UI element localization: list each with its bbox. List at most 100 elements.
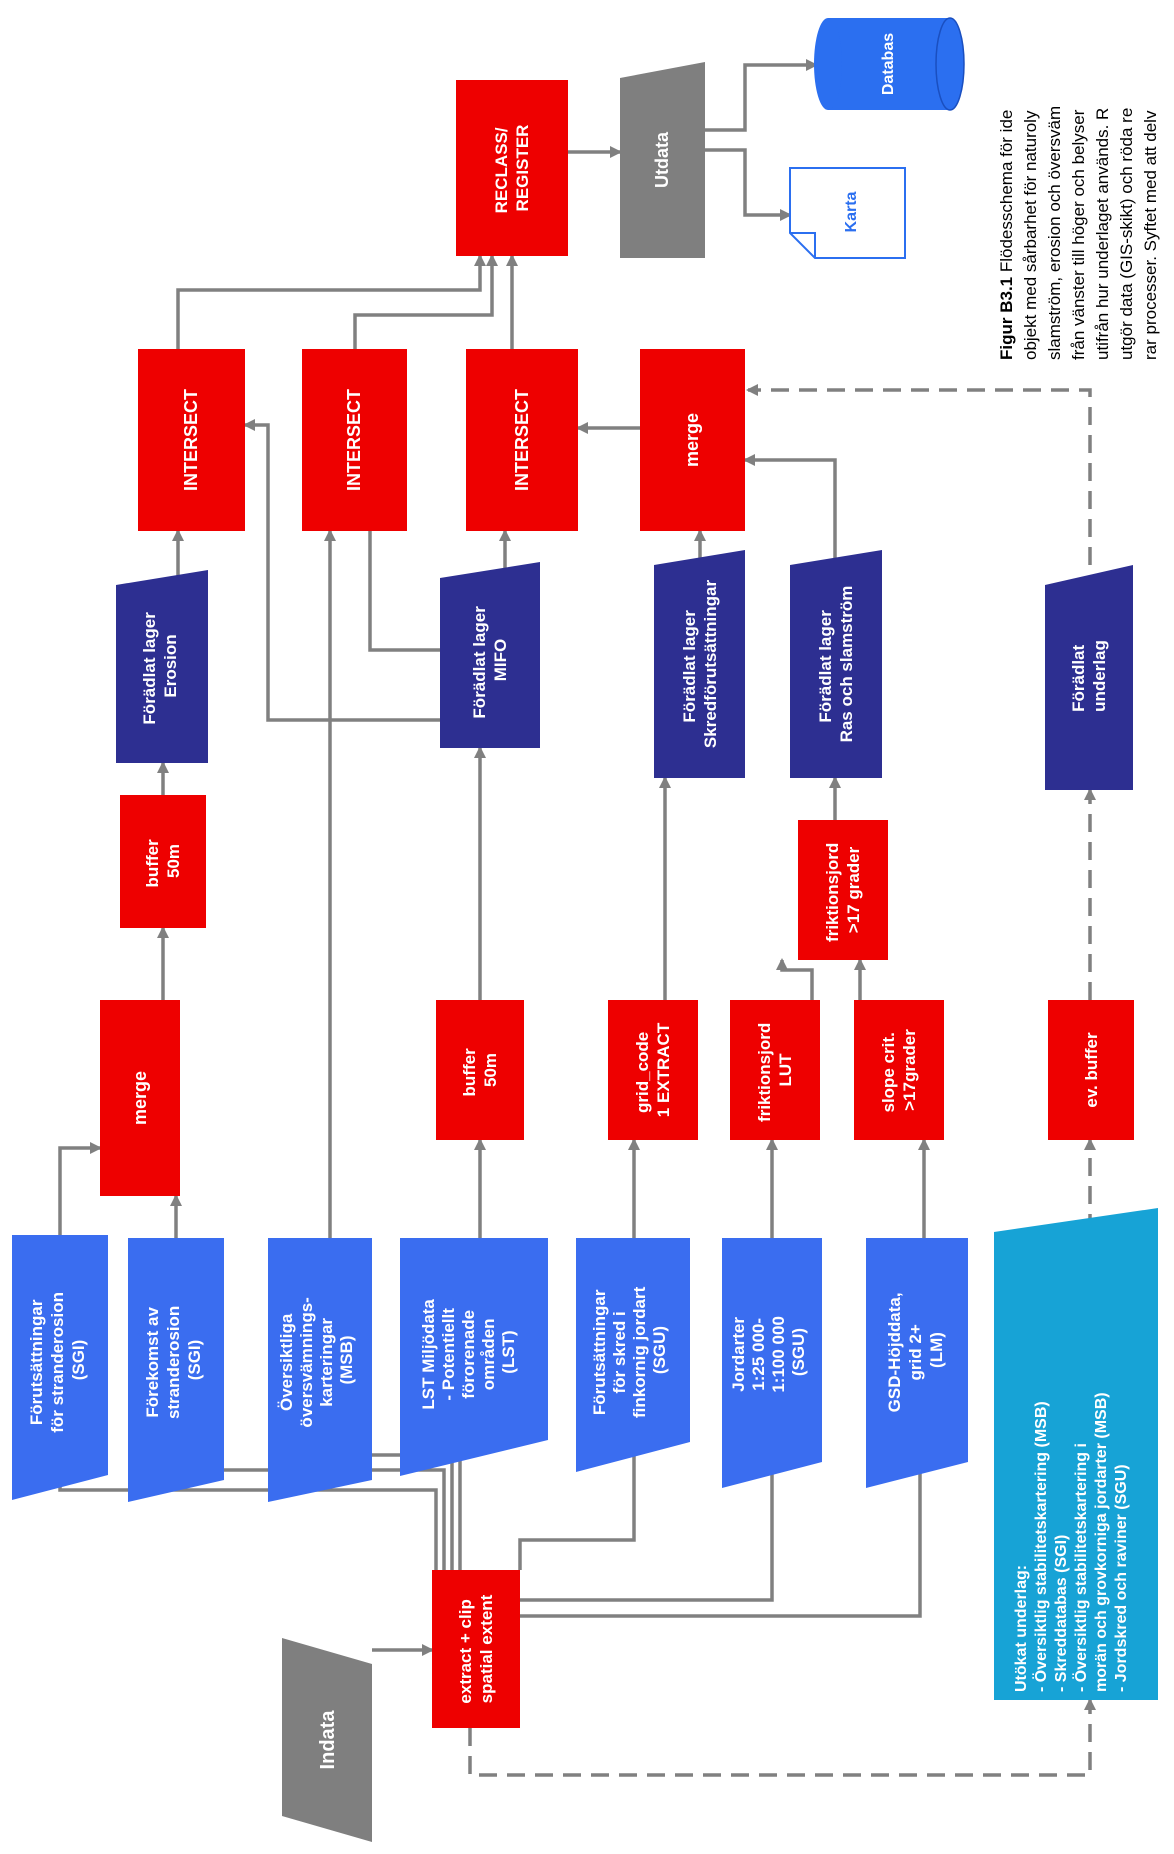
karta-label: Karta [843,191,860,232]
ref-mifo-line-1: Förädlat lager [470,606,489,719]
caption-line-6: utgör data (GIS-skikt) och röda re [1117,108,1136,360]
svg-text:Utdata: Utdata [652,131,672,188]
indata-node: Indata [282,1638,372,1842]
ref-underlag-line-2: underlag [1090,640,1109,712]
ref-skred-line-2: Skredförutsättningar [701,580,720,749]
svg-text:merge: merge [682,413,702,467]
skred-line-1: Förutsättningar [590,1289,609,1415]
svg-text:Förekomst av strandero: Förekomst av stranderosion (SGI) [143,1301,204,1419]
svg-text:Förädlat lager Skredfö: Förädlat lager Skredförutsättningar [680,580,720,749]
utokat-line-5: morän och grovkorniga jordarter (MSB) [1093,1392,1110,1692]
connectors [54,59,1096,1777]
utdata-label: Utdata [652,131,672,188]
buffer1-line-1: buffer [143,839,162,888]
skred-line-3: finkornig jordart [630,1286,649,1418]
svg-text:grid_code 1 EXTRACT: grid_code 1 EXTRACT [633,1022,673,1117]
ref-erosion-line-2: Erosion [161,634,180,697]
svg-text:merge: merge [130,1071,150,1125]
reclass-register: RECLASS/ REGISTER [456,80,568,256]
indata-label: Indata [317,1710,339,1770]
svg-text:GSD-Höjddata, grid 2+: GSD-Höjddata, grid 2+ (LM) [885,1288,946,1413]
merge-process-2: merge [640,349,745,531]
ref-ras-line-2: Ras och slamström [837,586,856,743]
figure-caption: Figur B3.1 Flödesschema för ide objekt m… [997,101,1160,360]
lst-line-4: områden [479,1318,498,1390]
ref-erosion-line-1: Förädlat lager [140,612,159,725]
strand-line-3: (SGI) [69,1340,88,1381]
caption-line-1: Flödesschema för ide [997,110,1016,277]
svg-text:extract + clip spatial: extract + clip spatial extent [456,1594,496,1703]
source-jordarter: Jordarter 1:25 000- 1:100 000 (SGU) [722,1238,822,1488]
svg-text:Figur B3.1 Flödesschema för id: Figur B3.1 Flödesschema för ide objekt m… [997,101,1160,360]
svg-text:Förädlat lager MIFO: Förädlat lager MIFO [470,601,510,718]
intersect-1: INTERSECT [138,349,245,531]
ref-skred-line-1: Förädlat lager [680,610,699,723]
source-gsd: GSD-Höjddata, grid 2+ (LM) [866,1238,968,1488]
svg-text:INTERSECT: INTERSECT [181,389,201,491]
buffer1-line-2: 50m [164,844,183,878]
refined-mifo: Förädlat lager MIFO [440,562,540,748]
slope-line-2: >17grader [900,1029,919,1111]
utokat-line-6: - Jordskred och raviner (SGU) [1113,1464,1130,1692]
ref-ras-line-1: Förädlat lager [816,610,835,723]
gsd-line-1: GSD-Höjddata, [885,1292,904,1412]
merge2-label: merge [682,413,702,467]
jordarter-line-4: (SGU) [789,1328,808,1376]
caption-label: Figur B3.1 [997,277,1016,360]
merge-process-1: merge [100,1000,180,1196]
slope-line-1: slope crit. [879,1032,898,1112]
lut-line-2: LUT [776,1053,795,1087]
extract-label-1: extract + clip [456,1599,475,1703]
svg-text:Översiktliga översvämn: Översiktliga översvämnings- karteringar … [277,1292,356,1427]
caption-line-2: objekt med sårbarhet för naturoly [1021,110,1040,360]
oversikt-line-1: Översiktliga [277,1313,296,1411]
source-forekomst: Förekomst av stranderosion (SGI) [128,1238,224,1502]
friktionsjord-lut-process: friktionsjord LUT [730,1000,820,1140]
utdata-node: Utdata [620,62,705,258]
source-oversikt: Översiktliga översvämnings- karteringar … [268,1238,372,1502]
svg-text:buffer 50m: buffer 50m [460,1044,500,1097]
grid-line-2: 1 EXTRACT [654,1022,673,1117]
svg-text:RECLASS/ REGISTER: RECLASS/ REGISTER [492,123,532,214]
karta-node: Karta [789,167,906,259]
buffer-lst-process: buffer 50m [436,1000,524,1140]
svg-text:Förädlat lager Erosion: Förädlat lager Erosion [140,607,180,724]
utokat-line-1: Utökat underlag: [1013,1565,1030,1692]
lst-line-5: (LST) [499,1330,518,1373]
source-strand: Förutsättningar för stranderosion (SGI) [12,1235,108,1500]
caption-line-7: rar processer. Syftet med att delv [1141,110,1160,360]
skred-line-2: för skred i [610,1311,629,1393]
lst-line-1: LST Miljödata [419,1299,438,1410]
intersect2-label: INTERSECT [344,389,364,491]
buffer2-line-1: buffer [460,1048,479,1097]
gsd-line-2: grid 2+ [906,1324,925,1380]
svg-text:Jordarter 1:25 000-: Jordarter 1:25 000- 1:100 000 (SGU) [729,1311,808,1392]
intersect-2: INTERSECT [302,349,407,531]
refined-ras: Förädlat lager Ras och slamström [790,550,882,778]
svg-text:Förädlat underlag: Förädlat underlag [1069,640,1109,712]
lst-line-3: förorenade [459,1310,478,1399]
intersect1-label: INTERSECT [181,389,201,491]
reclass-line-2: REGISTER [513,125,532,212]
svg-text:slope crit. >17grader: slope crit. >17grader [879,1027,919,1112]
extract-clip-process: extract + clip spatial extent [432,1570,520,1728]
caption-line-5: utifrån hur underlaget används. R [1093,108,1112,360]
jordarter-line-2: 1:25 000- [749,1318,768,1391]
strand-line-1: Förutsättningar [27,1299,46,1425]
databas-node: Databas [814,17,965,111]
forekomst-line-2: stranderosion [164,1306,183,1419]
svg-text:friktionsjord >17 grad: friktionsjord >17 grader [823,838,863,942]
refined-skred: Förädlat lager Skredförutsättningar [654,550,745,778]
oversikt-line-3: karteringar [317,1318,336,1407]
oversikt-line-2: översvämnings- [297,1297,316,1427]
utokat-underlag: Utökat underlag: - Översiktlig stabilite… [994,1208,1158,1700]
svg-text:LST Miljödata - Potent: LST Miljödata - Potentiellt förorenade o… [419,1294,518,1409]
svg-text:Indata: Indata [317,1710,339,1770]
svg-text:INTERSECT: INTERSECT [344,389,364,491]
extract-label-2: spatial extent [477,1594,496,1703]
grid-line-1: grid_code [633,1032,652,1113]
ev-buffer-label: ev. buffer [1082,1032,1101,1108]
jordarter-line-1: Jordarter [729,1317,748,1392]
utokat-line-2: - Översiktlig stabilitetskartering (MSB) [1031,1401,1050,1692]
